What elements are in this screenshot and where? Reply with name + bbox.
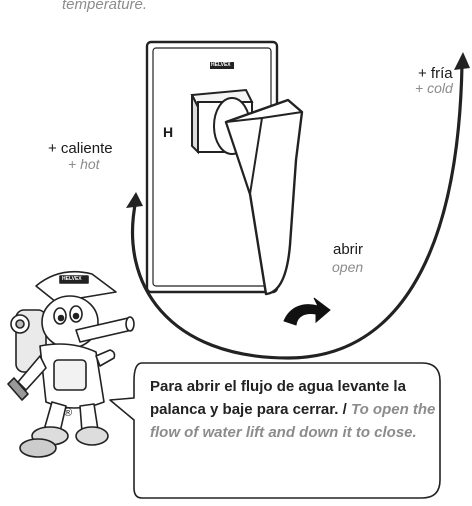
registered-mark: ®: [64, 407, 73, 419]
top-caption: temperature.: [62, 0, 148, 13]
mascot-illustration: [7, 270, 135, 458]
label-open-en: open: [332, 259, 364, 275]
label-cold-es: + fría: [418, 65, 453, 82]
plate-badge-text: HELVEX: [211, 62, 231, 68]
speech-bubble: [109, 362, 441, 499]
label-cold-en: + cold: [415, 80, 453, 96]
rotate-arrow-icon: [283, 297, 331, 326]
plate-logo: [210, 62, 234, 69]
label-open-es: abrir: [333, 241, 364, 258]
label-hot-en: + hot: [68, 156, 100, 172]
plate-letter-h: H: [163, 124, 174, 140]
label-hot-es: + caliente: [48, 140, 113, 157]
temperature-arc-arrow: [126, 52, 470, 360]
callout-text: Para abrir el flujo de agua levante la p…: [150, 375, 442, 444]
callout-text-en: To open the flow of water lift and down …: [150, 401, 436, 441]
arrowhead-cold: [454, 52, 470, 70]
callout-text-es: Para abrir el flujo de agua levante la p…: [150, 378, 406, 418]
lever-handle: [224, 98, 304, 296]
mascot-cap-text: HELVEX: [62, 276, 82, 282]
arrowhead-hot: [126, 192, 143, 208]
